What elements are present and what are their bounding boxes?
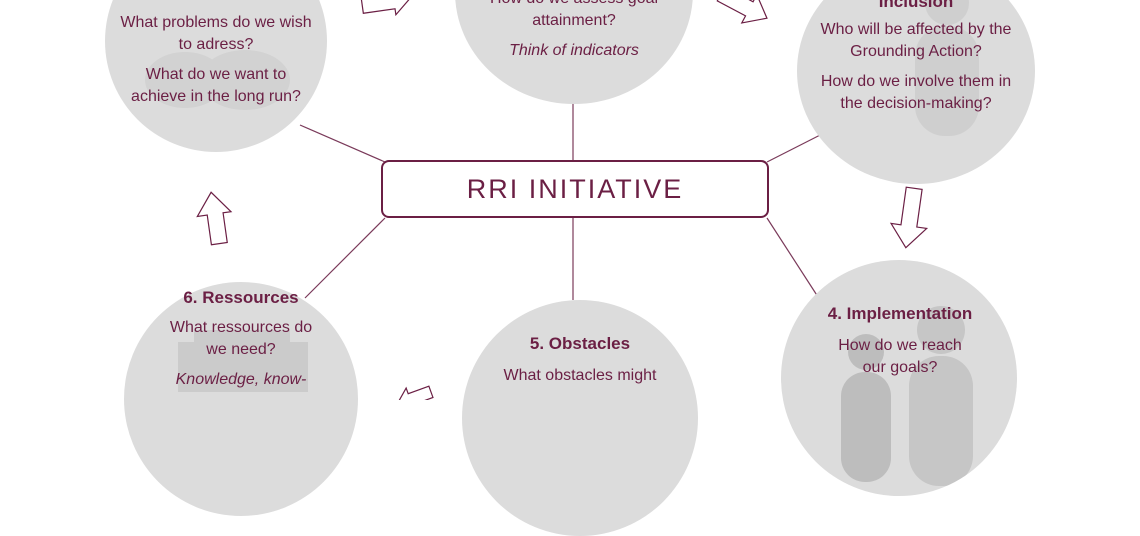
arrow-right-icon xyxy=(360,0,411,17)
inclusion-title: Inclusion xyxy=(878,0,954,11)
cloud-figure xyxy=(145,50,290,110)
resources-hint: Knowledge, know- xyxy=(175,371,307,388)
resources-question-1: What ressources do we need? xyxy=(169,319,313,358)
arrow-down-icon xyxy=(889,186,929,249)
connector-resources xyxy=(304,217,386,299)
obstacles-text: 5. Obstacles What obstacles might xyxy=(478,333,682,395)
connector-goals xyxy=(299,124,386,163)
obstacles-title: 5. Obstacles xyxy=(529,334,631,353)
evaluation-text: How do we assess goal attainment? Think … xyxy=(470,0,678,62)
inclusion-text: Inclusion Who will be affected by the Gr… xyxy=(810,0,1022,123)
inclusion-question-1: Who will be affected by the Grounding Ac… xyxy=(820,21,1012,60)
goals-question-2: What do we want to achieve in the long r… xyxy=(131,66,301,105)
evaluation-question-1: How do we assess goal attainment? xyxy=(490,0,658,29)
inclusion-question-2: How do we involve them in the decision-m… xyxy=(820,73,1012,112)
goals-text: What problems do we wish to adress? What… xyxy=(120,12,312,116)
resources-title: 6. Ressources xyxy=(183,288,299,307)
implementation-text: 4. Implementation How do we reach our go… xyxy=(800,303,1000,387)
connector-implementation xyxy=(766,217,821,301)
arrow-up-icon xyxy=(196,191,233,246)
arrow-down-right-icon xyxy=(716,0,768,24)
arrow-left-icon xyxy=(396,385,434,400)
cycle-arrows xyxy=(196,0,929,400)
goals-question-1: What problems do we wish to adress? xyxy=(120,14,312,53)
obstacles-question-1: What obstacles might xyxy=(503,367,657,384)
node-inclusion xyxy=(797,0,1035,184)
center-box: RRI INITIATIVE xyxy=(381,160,769,218)
node-goals xyxy=(105,0,327,152)
people-figure xyxy=(915,0,979,136)
toolbox-figure xyxy=(178,330,308,392)
resources-text: 6. Ressources What ressources do we need… xyxy=(142,287,340,391)
implementation-title: 4. Implementation xyxy=(827,304,973,323)
evaluation-hint: Think of indicators xyxy=(509,42,639,59)
connector-lines xyxy=(299,100,831,301)
rri-cycle-diagram: What problems do we wish to adress? What… xyxy=(105,0,1035,536)
implementation-question-1: How do we reach our goals? xyxy=(838,337,962,376)
center-label: RRI INITIATIVE xyxy=(466,173,684,204)
